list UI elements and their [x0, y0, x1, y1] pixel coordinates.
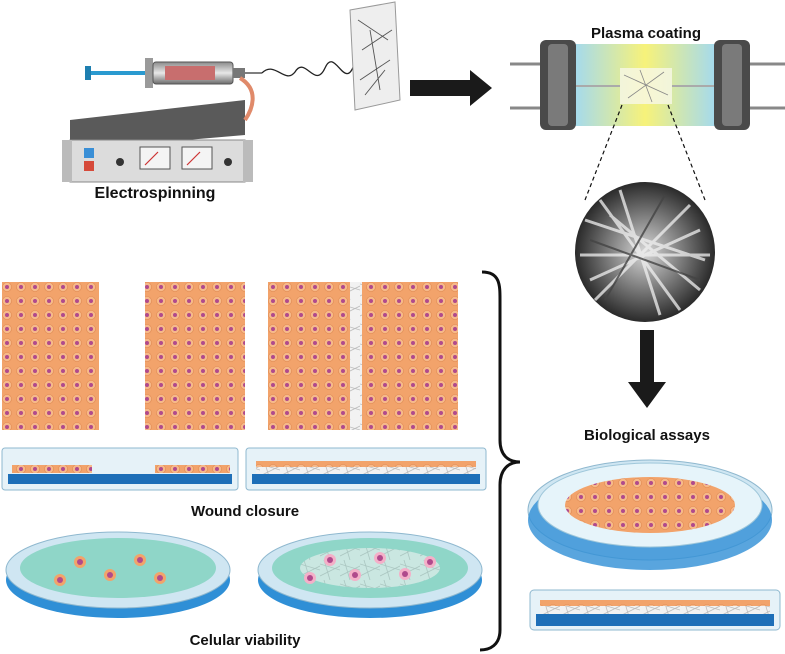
grouping-brace [479, 270, 521, 652]
cell-layer-left-b [145, 282, 245, 430]
plasma-coating-label: Plasma coating [591, 25, 701, 42]
biological-assays-label: Biological assays [584, 427, 710, 444]
fiber-jet [261, 61, 356, 77]
fiber-collector-icon [349, 1, 401, 111]
cell-layer-right-a [268, 282, 350, 430]
syringe-pump-icon [85, 58, 262, 122]
cellular-viability-label: Celular viability [190, 632, 302, 649]
electrospinning-setup: Electrospinning [62, 1, 401, 202]
arrow-down [628, 330, 666, 408]
viability-dish-right [257, 531, 483, 618]
arrow-right [410, 70, 492, 106]
high-voltage-power-supply-icon [62, 100, 253, 183]
zoom-line-left [584, 104, 623, 201]
plasma-reactor-icon: Plasma coating [510, 25, 785, 130]
dish-cross-section [529, 589, 781, 631]
electrospinning-label: Electrospinning [95, 185, 216, 202]
cellular-viability-panel: Celular viability [5, 531, 483, 649]
zoom-line-right [667, 104, 706, 201]
wound-closure-panel: Wound closure [1, 282, 487, 520]
wound-closure-label: Wound closure [191, 503, 299, 520]
cell-layer-left-a [2, 282, 99, 430]
sem-micrograph-icon [575, 182, 715, 322]
viability-dish-left [5, 531, 231, 618]
petri-dish-icon [527, 459, 773, 570]
cell-layer-right-b [362, 282, 458, 430]
